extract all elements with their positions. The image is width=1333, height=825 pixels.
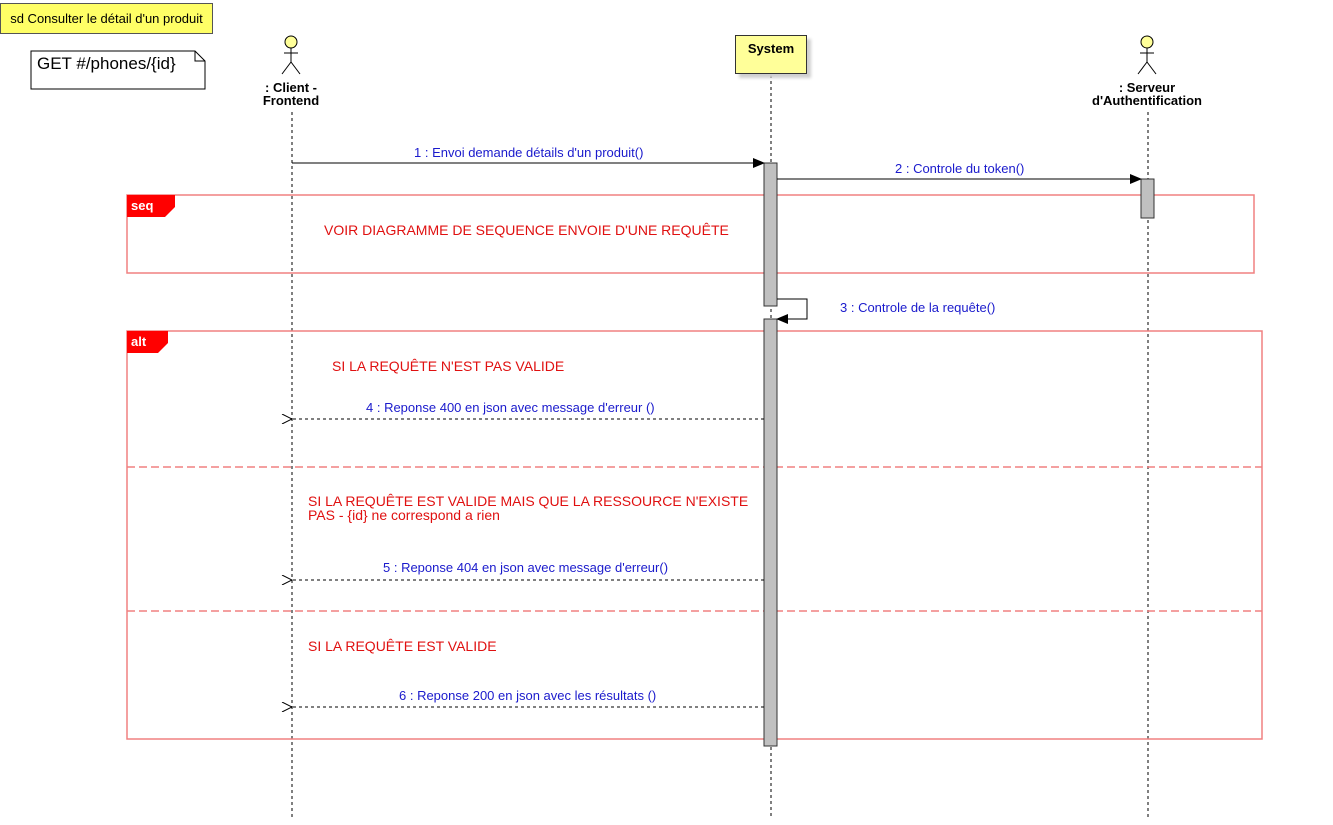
seq-frame [126, 194, 1255, 274]
alt-guard-3: SI LA REQUÊTE EST VALIDE [308, 638, 497, 654]
auth-actor-icon [1137, 35, 1157, 75]
message-6-label: 6 : Reponse 200 en json avec les résulta… [399, 688, 657, 703]
alt-guard-2: SI LA REQUÊTE EST VALIDE MAIS QUE LA RES… [308, 494, 748, 522]
seq-frame-label: seq [131, 198, 154, 213]
diagram-title: sd Consulter le détail d'un produit [0, 3, 213, 34]
seq-frame-tag [127, 195, 175, 217]
message-2-label: 2 : Controle du token() [895, 161, 1025, 176]
alt-frame-label: alt [131, 334, 147, 349]
note-text: GET #/phones/{id} [37, 54, 176, 73]
alt-guard-2-line2: PAS - {id} ne correspond a rien [308, 507, 500, 523]
client-actor-label: : Client - Frontend [241, 81, 341, 107]
note: GET #/phones/{id} [31, 51, 206, 90]
note-shape [30, 50, 206, 90]
client-actor-icon [281, 35, 301, 75]
auth-actor-label-line2: d'Authentification [1092, 93, 1202, 108]
message-5-label: 5 : Reponse 404 en json avec message d'e… [383, 560, 669, 575]
message-3-arrow [776, 298, 808, 324]
message-3-label: 3 : Controle de la requête() [840, 300, 996, 315]
seq-frame-text: VOIR DIAGRAMME DE SEQUENCE ENVOIE D'UNE … [324, 222, 729, 238]
system-lifeline-header: System [735, 35, 807, 74]
auth-actor-label: : Serveur d'Authentification [1077, 81, 1217, 107]
client-actor-label-line2: Frontend [262, 93, 320, 108]
system-activation-2 [763, 318, 778, 747]
message-4-label: 4 : Reponse 400 en json avec message d'e… [366, 400, 655, 415]
client-actor-label-line1: : Client - [265, 80, 317, 95]
alt-frame [126, 330, 1263, 740]
message-1-label: 1 : Envoi demande détails d'un produit() [414, 145, 644, 160]
alt-guard-2-line1: SI LA REQUÊTE EST VALIDE MAIS QUE LA RES… [308, 493, 749, 509]
alt-guard-1: SI LA REQUÊTE N'EST PAS VALIDE [332, 358, 565, 374]
auth-actor-label-line1: : Serveur [1118, 80, 1176, 95]
system-activation-1 [763, 162, 778, 307]
alt-frame-tag [127, 331, 168, 353]
auth-activation [1140, 178, 1155, 219]
